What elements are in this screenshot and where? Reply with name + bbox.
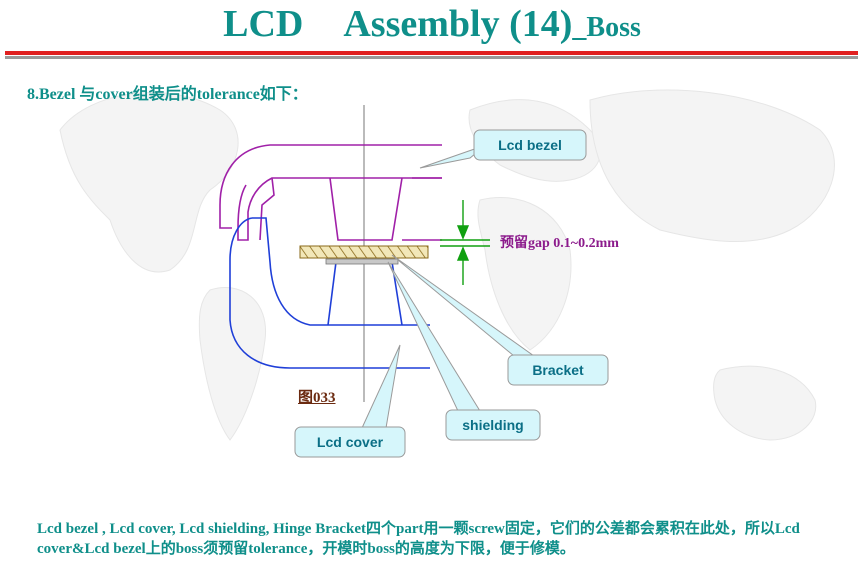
callout-bracket: Bracket xyxy=(391,254,609,386)
title-main-right: Assembly (14) xyxy=(343,3,573,45)
callout-lcd-cover: Lcd cover xyxy=(294,344,406,458)
tolerance-note: Lcd bezel , Lcd cover, Lcd shielding, Hi… xyxy=(37,521,800,557)
callout-bracket-label: Bracket xyxy=(532,362,584,378)
callout-lcd-bezel: Lcd bezel xyxy=(419,129,587,169)
title-rule xyxy=(5,51,858,55)
shielding-part xyxy=(325,258,399,265)
title-main-left: LCD xyxy=(223,3,304,45)
callout-shielding: shielding xyxy=(387,261,541,441)
section-heading: 8.Bezel 与cover组装后的tolerance如下： xyxy=(27,86,308,103)
callout-shielding-label: shielding xyxy=(462,417,523,433)
title-suffix: _Boss xyxy=(572,12,641,43)
hinge-bracket-part xyxy=(299,245,429,259)
title-rule-shadow xyxy=(5,56,858,59)
callout-lcd-cover-label: Lcd cover xyxy=(317,434,384,450)
lcd-cover-part xyxy=(229,217,430,369)
gap-tolerance-label: 预留gap 0.1~0.2mm xyxy=(500,236,619,251)
figure-label: 图033 xyxy=(298,390,336,406)
page-title: LCD Assembly (14)_Boss xyxy=(0,2,864,46)
callout-lcd-bezel-label: Lcd bezel xyxy=(498,137,562,153)
gap-dimension-arrow xyxy=(440,200,490,285)
lcd-bezel-part xyxy=(219,144,442,241)
